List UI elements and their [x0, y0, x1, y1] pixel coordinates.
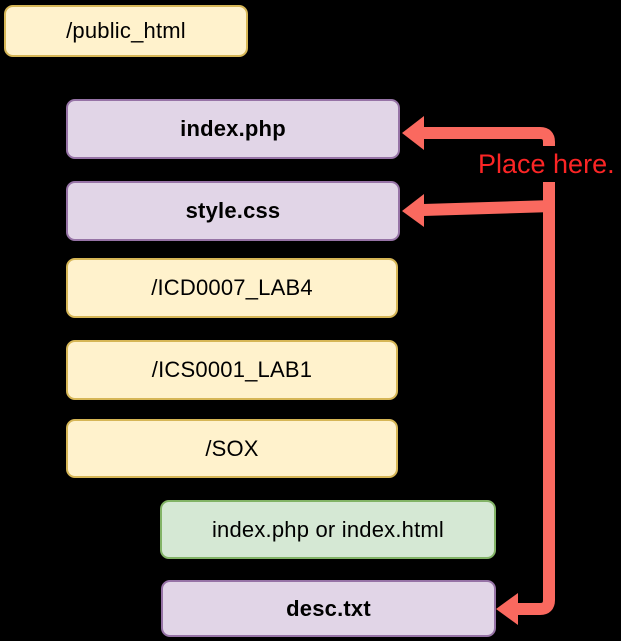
node-ics0001-lab1: /ICS0001_LAB1 — [66, 340, 398, 400]
node-desc-txt: desc.txt — [161, 580, 496, 637]
node-label: /ICS0001_LAB1 — [151, 357, 313, 382]
node-label: index.php or index.html — [211, 516, 445, 542]
node-sox: /SOX — [66, 419, 398, 478]
arrowhead-style-css-icon — [402, 194, 424, 227]
node-label: desc.txt — [286, 595, 371, 621]
node-icd0007-lab4: /ICD0007_LAB4 — [66, 258, 398, 318]
node-style-css: style.css — [66, 181, 400, 241]
node-label: style.css — [185, 198, 281, 223]
node-label: /ICD0007_LAB4 — [151, 275, 313, 300]
arrowhead-index-php-icon — [402, 116, 424, 150]
arrow-style-css-line — [422, 200, 554, 216]
arrowhead-desc-txt-icon — [496, 593, 518, 625]
node-label: index.php — [180, 116, 286, 141]
node-public-html: /public_html — [4, 5, 248, 57]
node-index-php: index.php — [66, 99, 400, 159]
node-index-php-or-html: index.php or index.html — [160, 500, 496, 559]
node-label: /SOX — [205, 435, 259, 461]
place-here-label: Place here. — [474, 146, 619, 182]
node-label: /public_html — [66, 18, 186, 43]
